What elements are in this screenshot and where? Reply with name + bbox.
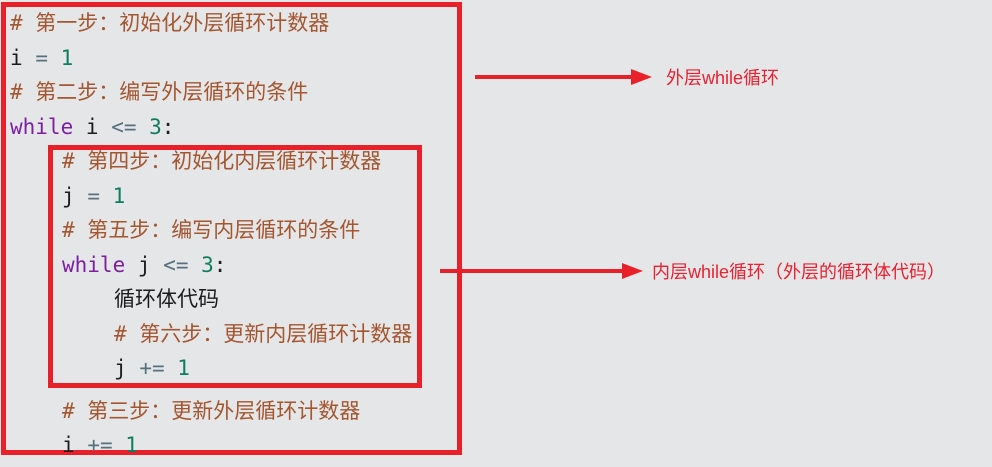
code-token-plain xyxy=(188,253,201,277)
code-token-num: 1 xyxy=(112,183,126,208)
code-line: # 第二步：编写外层循环的条件 xyxy=(10,79,308,105)
code-token-op: += xyxy=(87,433,113,457)
outer-loop-label: 外层while循环 xyxy=(666,68,780,88)
inner-arrow-line xyxy=(440,269,624,273)
code-line: i += 1 xyxy=(62,432,138,458)
code-token-op: = xyxy=(35,45,48,70)
code-line: # 第四步：初始化内层循环计数器 xyxy=(62,148,381,174)
code-line: 循环体代码 xyxy=(114,286,219,312)
code-token-id: i xyxy=(85,114,99,139)
code-token-num: 3 xyxy=(149,114,162,139)
code-token-comment: # 第一步：初始化外层循环计数器 xyxy=(10,11,330,35)
code-line: while i <= 3: xyxy=(10,114,174,140)
code-token-num: 1 xyxy=(60,45,74,70)
code-token-plain xyxy=(100,184,113,208)
inner-arrow-right-icon xyxy=(622,263,643,279)
code-line: # 第一步：初始化外层循环计数器 xyxy=(10,10,329,36)
inner-loop-box xyxy=(48,145,422,388)
code-token-num: 1 xyxy=(177,356,190,380)
code-token-op: <= xyxy=(163,252,189,277)
code-token-plain: : xyxy=(161,114,175,139)
code-token-plain xyxy=(127,356,140,380)
code-line: i = 1 xyxy=(10,45,73,71)
code-token-kw: while xyxy=(62,252,126,277)
outer-loop-box xyxy=(1,2,462,455)
code-token-id: j xyxy=(114,356,127,380)
code-token-plain: 循环体代码 xyxy=(114,287,219,311)
code-token-comment: # 第三步：更新外层循环计数器 xyxy=(62,398,361,423)
code-token-op: += xyxy=(139,356,165,380)
code-line: j += 1 xyxy=(114,355,190,381)
code-token-plain: : xyxy=(213,252,227,277)
outer-arrow-line xyxy=(475,75,633,79)
code-token-plain xyxy=(165,356,178,380)
code-line: while j <= 3: xyxy=(62,252,226,278)
code-token-plain xyxy=(99,115,112,139)
code-token-id: i xyxy=(62,433,75,457)
code-token-op: = xyxy=(87,183,100,208)
code-token-comment: # 第五步：编写内层循环的条件 xyxy=(62,218,361,242)
code-token-comment: # 第二步：编写外层循环的条件 xyxy=(10,80,309,104)
code-token-comment: # 第四步：初始化内层循环计数器 xyxy=(62,149,382,173)
code-token-num: 3 xyxy=(201,252,214,277)
code-token-plain xyxy=(151,253,164,277)
code-token-plain xyxy=(73,115,86,139)
code-line: # 第六步：更新内层循环计数器 xyxy=(114,321,412,347)
code-token-kw: while xyxy=(10,114,74,139)
code-token-plain xyxy=(75,433,88,457)
code-token-id: i xyxy=(10,45,23,70)
code-token-plain xyxy=(136,115,149,139)
code-token-num: 1 xyxy=(125,433,138,457)
code-token-op: <= xyxy=(111,114,137,139)
inner-loop-label: 内层while循环（外层的循环体代码） xyxy=(652,262,946,282)
code-line: j = 1 xyxy=(62,183,125,209)
code-token-plain xyxy=(125,253,138,277)
code-token-plain xyxy=(48,46,61,70)
code-token-id: j xyxy=(137,252,151,277)
code-line: # 第三步：更新外层循环计数器 xyxy=(62,398,360,424)
code-token-plain xyxy=(113,433,126,457)
outer-arrow-right-icon xyxy=(631,69,652,85)
code-token-id: j xyxy=(62,183,75,208)
code-line: # 第五步：编写内层循环的条件 xyxy=(62,217,360,243)
code-token-plain xyxy=(75,184,88,208)
code-token-comment: # 第六步：更新内层循环计数器 xyxy=(114,321,413,346)
code-token-plain xyxy=(23,46,36,70)
